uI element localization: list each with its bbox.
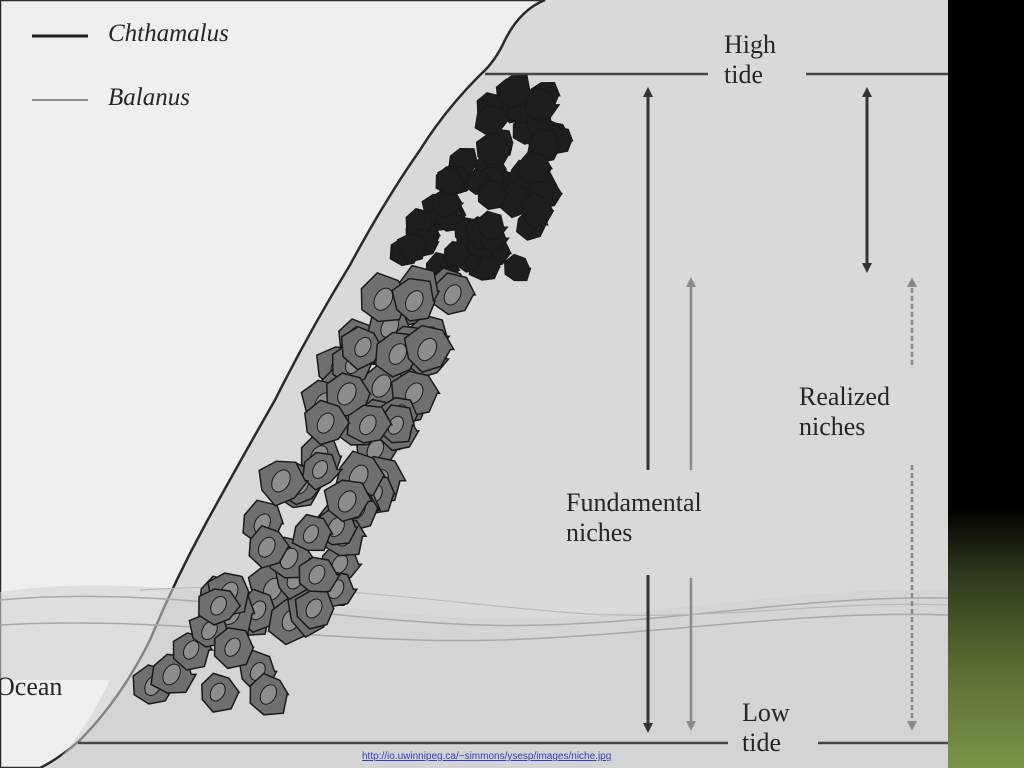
- barnacle-opening: [224, 637, 241, 657]
- chthamalus-barnacle: [497, 74, 533, 109]
- barnacle-opening: [405, 290, 424, 313]
- barnacle-opening: [257, 536, 276, 558]
- realized-niches-label-line1: Realized: [799, 382, 890, 411]
- niche-diagram: [0, 0, 948, 768]
- chthamalus-barnacle: [517, 150, 554, 184]
- barnacle-opening: [271, 469, 291, 493]
- barnacle-opening: [183, 640, 200, 660]
- chthamalus-barnacle: [476, 210, 509, 241]
- chthamalus-barnacle: [435, 166, 466, 195]
- legend-label-balanus: Balanus: [108, 84, 190, 111]
- barnacle-opening: [305, 598, 323, 619]
- high-tide-label-line1: High: [724, 30, 776, 59]
- wave-line-1: [0, 595, 948, 627]
- low-tide-label-line1: Low: [742, 698, 790, 727]
- barnacle-opening: [308, 564, 326, 585]
- barnacle-opening: [373, 287, 394, 311]
- barnacle-opening: [302, 524, 319, 544]
- chthamalus-barnacle: [431, 189, 465, 219]
- fundamental-niches-label-line1: Fundamental: [566, 488, 702, 517]
- barnacle-opening: [316, 412, 335, 434]
- barnacle-opening: [388, 343, 408, 365]
- accent-side-panel: [948, 0, 1024, 768]
- barnacle-opening: [259, 684, 278, 705]
- barnacle-opening: [417, 337, 438, 362]
- chthamalus-barnacle: [520, 191, 555, 230]
- barnacle-opening: [371, 374, 392, 398]
- fundamental-niches-label-line2: niches: [566, 518, 633, 547]
- barnacle-opening: [209, 682, 226, 702]
- barnacle-opening: [354, 336, 372, 358]
- barnacle-opening: [312, 460, 329, 479]
- chthamalus-barnacle: [474, 104, 511, 136]
- barnacle-opening: [359, 414, 377, 436]
- legend-label-chthamalus: Chthamalus: [108, 20, 229, 47]
- source-link[interactable]: http://io.uwinnipeg.ca/~simmons/ysesp/im…: [362, 751, 612, 762]
- barnacle-opening: [443, 284, 462, 306]
- high-tide-label-line2: tide: [724, 60, 763, 89]
- chthamalus-barnacle: [396, 233, 429, 263]
- barnacle-opening: [337, 382, 357, 406]
- wave-line-2: [0, 613, 948, 642]
- realized-niches-label-line2: niches: [799, 412, 866, 441]
- chthamalus-barnacle: [475, 133, 513, 166]
- chthamalus-barnacle: [504, 253, 532, 282]
- low-tide-label-line2: tide: [742, 728, 781, 757]
- barnacle-opening: [210, 595, 227, 616]
- chthamalus-barnacle: [477, 179, 510, 210]
- barnacle-opening: [162, 663, 181, 686]
- ocean-label: Ocean: [0, 672, 63, 701]
- barnacle-cluster: [132, 74, 574, 716]
- barnacle-opening: [337, 490, 357, 513]
